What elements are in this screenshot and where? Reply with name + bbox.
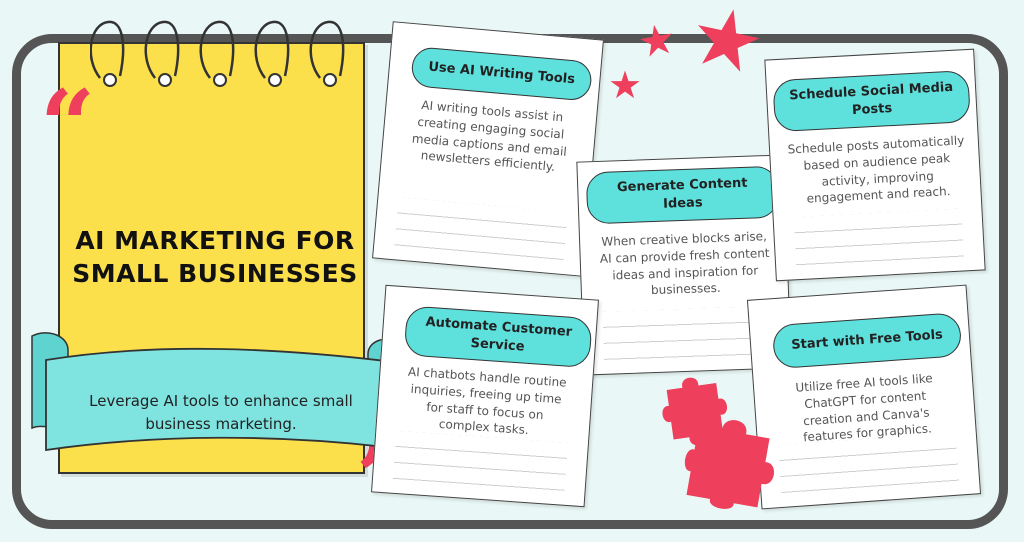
page-title: AI MARKETING FOR SMALL BUSINESSES	[60, 224, 370, 290]
card-title: Automate Customer Service	[403, 305, 593, 369]
star-icon: ★	[633, 13, 680, 68]
card-lines	[392, 430, 568, 493]
card-lines	[394, 197, 568, 263]
card-free-tools: Start with Free Tools Utilize free AI to…	[746, 284, 982, 510]
title-line: AI MARKETING FOR	[75, 226, 355, 255]
title-line: SMALL BUSINESSES	[72, 259, 358, 288]
quote-icon: “	[40, 69, 96, 182]
card-social-media: Schedule Social Media Posts Schedule pos…	[764, 48, 986, 282]
tagline-line: business marketing.	[145, 415, 297, 434]
tagline: Leverage AI tools to enhance small busin…	[46, 390, 396, 437]
card-lines	[793, 208, 965, 268]
card-title: Start with Free Tools	[771, 312, 963, 370]
spiral-rings	[90, 20, 345, 87]
card-body: When creative blocks arise, AI can provi…	[599, 229, 770, 298]
card-body: AI writing tools assist in creating enga…	[411, 98, 568, 175]
card-writing-tools: Use AI Writing Tools AI writing tools as…	[372, 21, 604, 277]
card-customer-service: Automate Customer Service AI chatbots ha…	[371, 284, 599, 508]
card-title: Generate Content Ideas	[585, 165, 780, 225]
card-body: AI chatbots handle routine inquiries, fr…	[407, 364, 568, 438]
card-title: Schedule Social Media Posts	[772, 69, 971, 133]
card-title: Use AI Writing Tools	[410, 46, 593, 102]
card-body: Schedule posts automatically based on au…	[787, 133, 965, 207]
card-lines	[602, 306, 771, 362]
star-icon: ★	[608, 63, 643, 107]
puzzle-icon	[684, 420, 774, 509]
tagline-line: Leverage AI tools to enhance small	[89, 392, 353, 410]
